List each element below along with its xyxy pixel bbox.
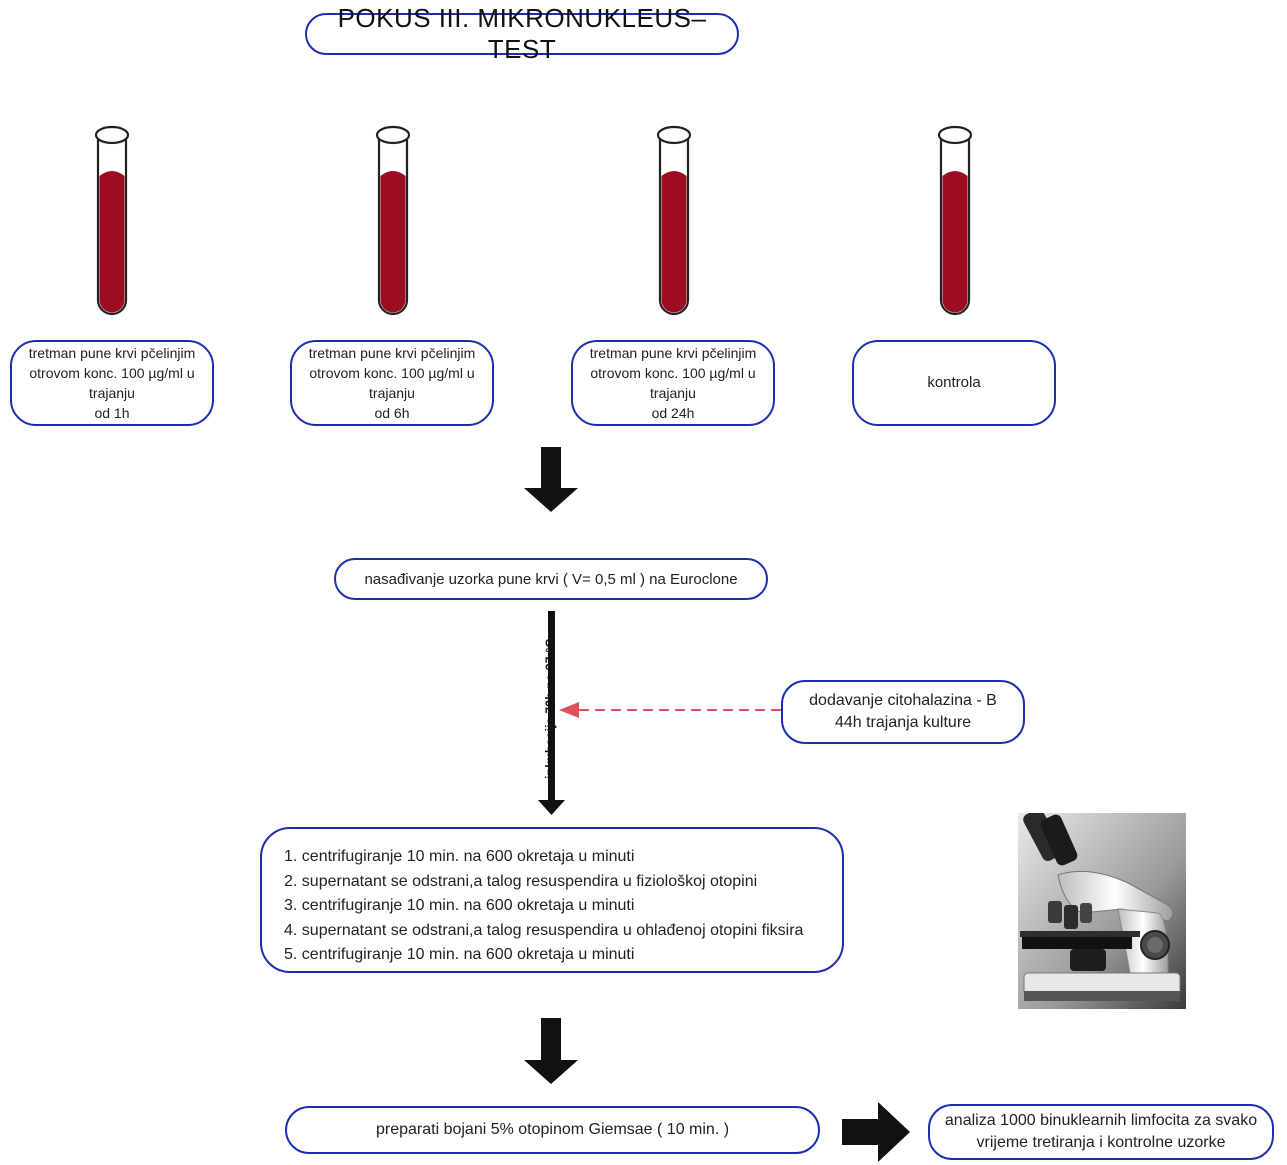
test-tube-6h [375, 125, 411, 316]
tube-label-24h: tretman pune krvi pčelinjim otrovom konc… [571, 340, 775, 426]
staining-text: preparati bojani 5% otopinom Giemsae ( 1… [375, 1121, 730, 1138]
tube-label-line: tretman pune krvi pčelinjim [589, 345, 757, 361]
incubation-label: inkubacija 72h na 37 °C [543, 638, 557, 779]
down-arrow-top [524, 447, 578, 512]
title-box: POKUS III. MIKRONUKLEUS–TEST [305, 3, 739, 64]
test-tube-control [937, 125, 973, 316]
analysis-line2: vrijeme tretiranja i kontrolne uzorke [976, 1134, 1226, 1151]
right-arrow-bottom [842, 1102, 910, 1162]
procedure-steps-box: 1. centrifugiranje 10 min. na 600 okreta… [260, 827, 844, 973]
staining-box: preparati bojani 5% otopinom Giemsae ( 1… [285, 1106, 820, 1154]
dashed-arrow-cytochalasin [559, 702, 781, 718]
tube-label-control: kontrola [852, 340, 1056, 426]
tube-label-line: otrovom konc. 100 µg/ml u trajanju [309, 365, 475, 401]
cytochalasin-box: dodavanje citohalazina - B 44h trajanja … [781, 680, 1025, 744]
cytochalasin-line1: dodavanje citohalazina - B [809, 692, 997, 709]
procedure-step: 2. supernatant se odstrani,a talog resus… [284, 872, 758, 890]
microscope-photo [1018, 813, 1186, 1009]
analysis-line1: analiza 1000 binuklearnih limfocita za s… [944, 1112, 1258, 1129]
tube-label-line: tretman pune krvi pčelinjim [308, 345, 476, 361]
tube-label-line: otrovom konc. 100 µg/ml u trajanju [590, 365, 756, 401]
procedure-step: 3. centrifugiranje 10 min. na 600 okreta… [284, 897, 635, 914]
procedure-step: 5. centrifugiranje 10 min. na 600 okreta… [284, 946, 635, 963]
inoculation-text: nasađivanje uzorka pune krvi ( V= 0,5 ml… [364, 570, 738, 588]
cytochalasin-line2: 44h trajanja kulture [834, 714, 972, 731]
procedure-step: 4. supernatant se odstrani,a talog resus… [284, 921, 804, 939]
tube-label-line: od 24h [651, 405, 695, 421]
test-tube-1h [94, 125, 130, 316]
incubation-arrow [538, 611, 565, 815]
tube-label-line: od 6h [374, 405, 410, 421]
test-tube-24h [656, 125, 692, 316]
tube-label-1h: tretman pune krvi pčelinjim otrovom konc… [10, 340, 214, 426]
tube-label-line: tretman pune krvi pčelinjim [28, 345, 196, 361]
page-title: POKUS III. MIKRONUKLEUS–TEST [337, 3, 707, 64]
tube-label-line: od 1h [94, 405, 130, 421]
procedure-step: 1. centrifugiranje 10 min. na 600 okreta… [284, 848, 635, 865]
tube-label-6h: tretman pune krvi pčelinjim otrovom konc… [290, 340, 494, 426]
tube-label-line: otrovom konc. 100 µg/ml u trajanju [29, 365, 195, 401]
down-arrow-bottom [524, 1018, 578, 1084]
procedure-steps-list: 1. centrifugiranje 10 min. na 600 okreta… [284, 845, 803, 968]
tube-label-line: kontrola [927, 374, 981, 391]
inoculation-box: nasađivanje uzorka pune krvi ( V= 0,5 ml… [334, 558, 768, 600]
analysis-box: analiza 1000 binuklearnih limfocita za s… [928, 1104, 1274, 1160]
